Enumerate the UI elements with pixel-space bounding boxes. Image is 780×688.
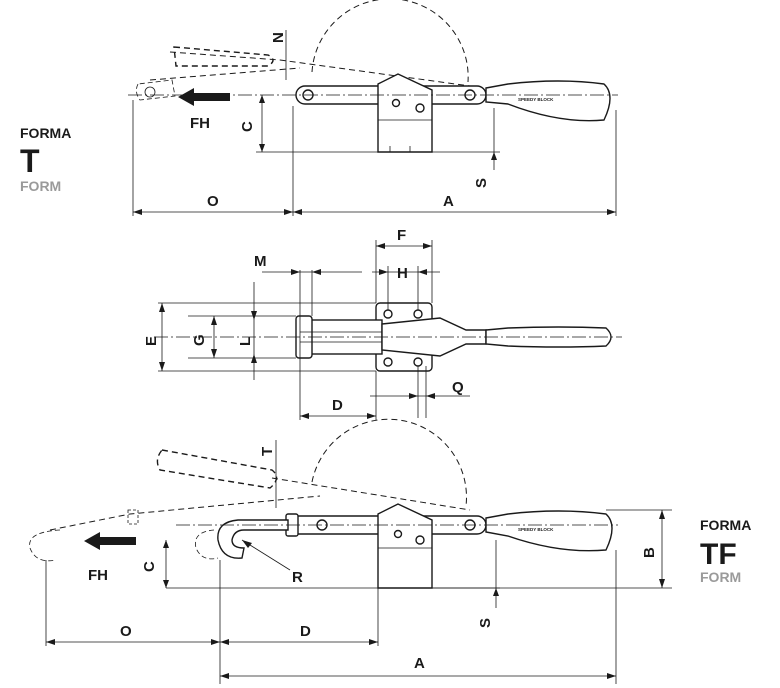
label-l: L <box>237 337 254 346</box>
open-handle-outline <box>169 51 471 87</box>
tf-dim-r-arrow <box>242 540 252 548</box>
tf-dim-s-arrow <box>493 588 499 596</box>
body-pin-2 <box>415 103 425 113</box>
ghost-pivot <box>144 86 156 98</box>
top-view: SPEEDY BLOCK FH N C S O A FORMA T FO <box>20 0 618 216</box>
handle-label: SPEEDY BLOCK <box>518 97 554 102</box>
label-d: D <box>332 397 343 414</box>
open-arm-outline <box>149 67 301 81</box>
tf-handle-grip <box>485 510 613 552</box>
tf-mid-hook <box>195 529 219 560</box>
dim-s-arrow <box>491 152 497 160</box>
tf-handle-label: SPEEDY BLOCK <box>518 527 554 532</box>
forma-code-tf: TF <box>700 538 737 571</box>
tf-swing-arc <box>311 418 467 507</box>
tf-hook <box>217 519 289 559</box>
plan-hole-3 <box>383 357 393 367</box>
label-q: Q <box>452 379 464 396</box>
label-s: S <box>473 178 490 188</box>
tf-label-fh: FH <box>88 567 108 584</box>
forma-code-t: T <box>20 143 40 179</box>
ghost-rod-end <box>136 79 176 101</box>
label-e: E <box>143 336 160 346</box>
open-handle-ghost <box>173 46 274 67</box>
tf-label-c: C <box>141 561 158 572</box>
label-h: H <box>397 265 408 282</box>
base-body <box>377 73 433 153</box>
tf-label-s: S <box>477 618 494 628</box>
tf-label-b: B <box>641 547 658 558</box>
tf-ghost-hook <box>29 529 61 562</box>
label-c: C <box>239 121 256 132</box>
tf-base-body <box>377 503 433 589</box>
tf-ghost-handle <box>156 449 278 489</box>
forma-title-t: FORMA <box>20 125 71 141</box>
tf-ghost-nut <box>127 509 139 525</box>
form-en-t: FORM <box>20 178 61 194</box>
tf-label-t: T <box>259 447 276 456</box>
tf-label-o: O <box>120 623 132 640</box>
dim-q-arrows <box>409 393 435 399</box>
plan-hole-2 <box>413 309 423 319</box>
dim-d-arrows <box>300 413 376 419</box>
form-en-tf: FORM <box>700 569 741 585</box>
label-m: M <box>254 253 267 270</box>
plan-hole-4 <box>413 357 423 367</box>
plan-hole-1 <box>383 309 393 319</box>
label-g: G <box>191 334 208 346</box>
dim-g-arrows <box>211 316 217 358</box>
tf-ghost-handle-line <box>271 477 471 511</box>
tf-label-r: R <box>292 569 303 586</box>
middle-view: F H M E G L D Q <box>143 227 622 420</box>
body-pin-1 <box>391 98 401 108</box>
tf-ghost-arm <box>49 495 321 531</box>
swing-arc <box>311 0 469 83</box>
dim-m-arrows <box>291 269 321 275</box>
tf-label-d: D <box>300 623 311 640</box>
label-n: N <box>270 32 287 43</box>
tf-force-arrow <box>84 532 136 550</box>
tf-body-pin-1 <box>393 529 403 539</box>
tf-dim-b-arrows <box>659 510 665 588</box>
label-fh: FH <box>190 115 210 132</box>
bottom-view: SPEEDY BLOCK FH T C R B S <box>29 418 751 684</box>
tf-label-a: A <box>414 655 425 672</box>
plan-handle <box>485 326 612 348</box>
label-o: O <box>207 193 219 210</box>
handle-grip <box>485 80 611 122</box>
forma-title-tf: FORMA <box>700 517 751 533</box>
label-f: F <box>397 227 406 244</box>
label-a: A <box>443 193 454 210</box>
tf-body-pin-2 <box>415 535 425 545</box>
force-arrow <box>178 88 230 106</box>
